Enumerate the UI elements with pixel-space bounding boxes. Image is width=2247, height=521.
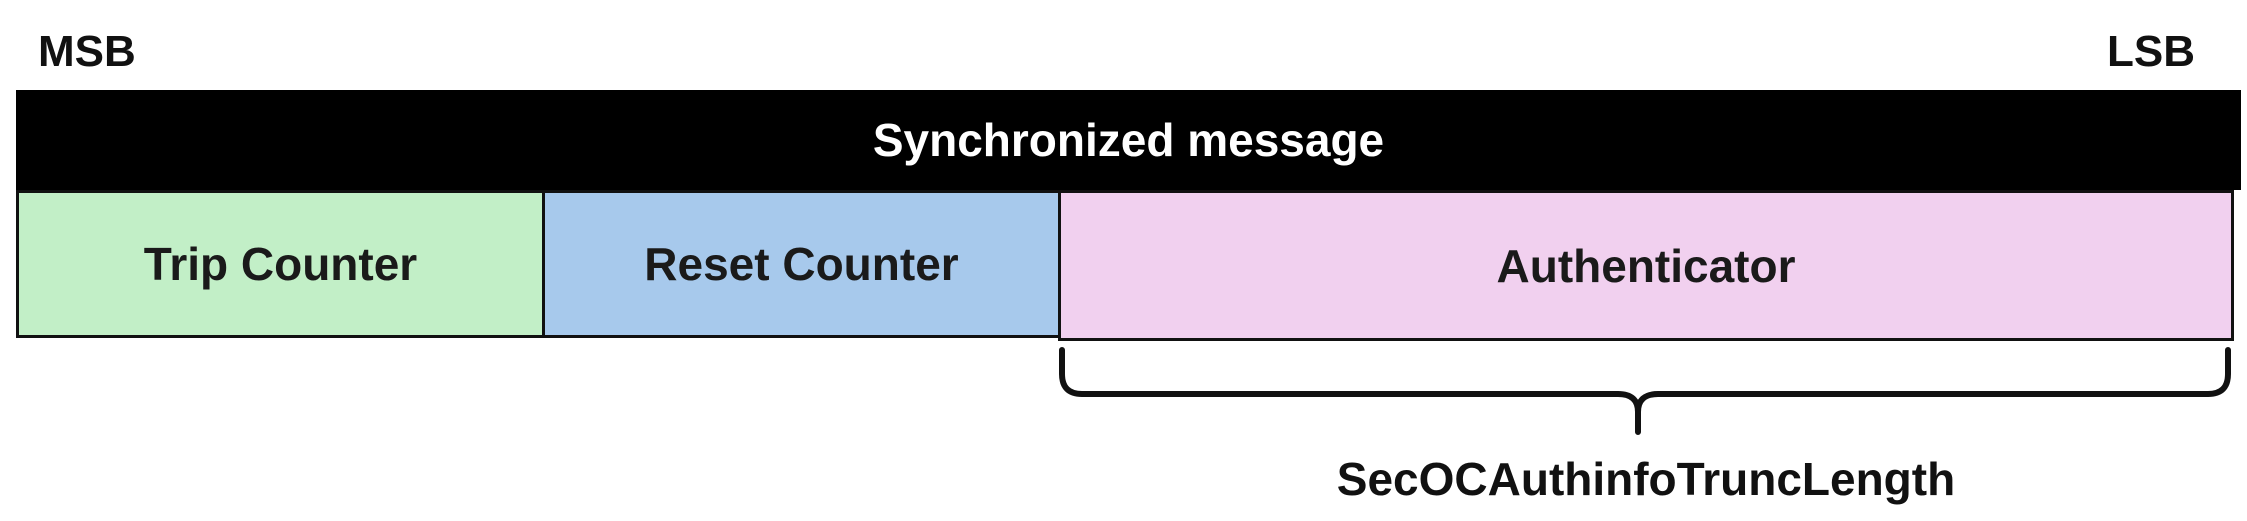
- msb-label: MSB: [38, 27, 136, 76]
- synchronized-message-header: Synchronized message: [16, 90, 2241, 190]
- reset-counter-label: Reset Counter: [644, 238, 959, 290]
- sec-oc-authinfo-trunc-length-label: SecOCAuthinfoTruncLength: [1336, 453, 1956, 505]
- trip-counter-field: Trip Counter: [16, 190, 545, 338]
- reset-counter-field: Reset Counter: [542, 190, 1061, 338]
- lsb-label: LSB: [2107, 27, 2195, 76]
- trip-counter-label: Trip Counter: [143, 238, 418, 290]
- authenticator-label: Authenticator: [1496, 239, 1796, 292]
- header-title: Synchronized message: [872, 114, 1385, 166]
- curly-brace: [1059, 347, 2231, 435]
- authenticator-field: Authenticator: [1058, 190, 2234, 341]
